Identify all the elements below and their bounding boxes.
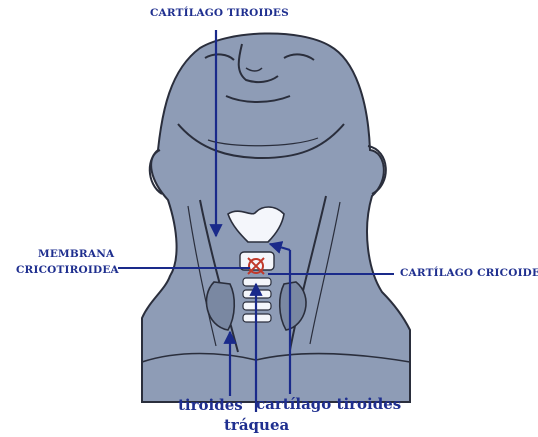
label-membrana-line1: MEMBRANA — [38, 249, 114, 260]
label-tiroides: tiroides — [178, 398, 243, 413]
label-traquea: tráquea — [224, 418, 289, 433]
label-cartilago-tiroides-top: CARTÍLAGO TIROIDES — [150, 8, 289, 19]
label-membrana-line2: CRICOTIROIDEA — [16, 265, 119, 276]
label-cartilago-tiroides-bottom: cartílago tiroides — [256, 397, 401, 412]
label-cartilago-cricoides: CARTÍLAGO CRICOIDES — [400, 268, 538, 279]
